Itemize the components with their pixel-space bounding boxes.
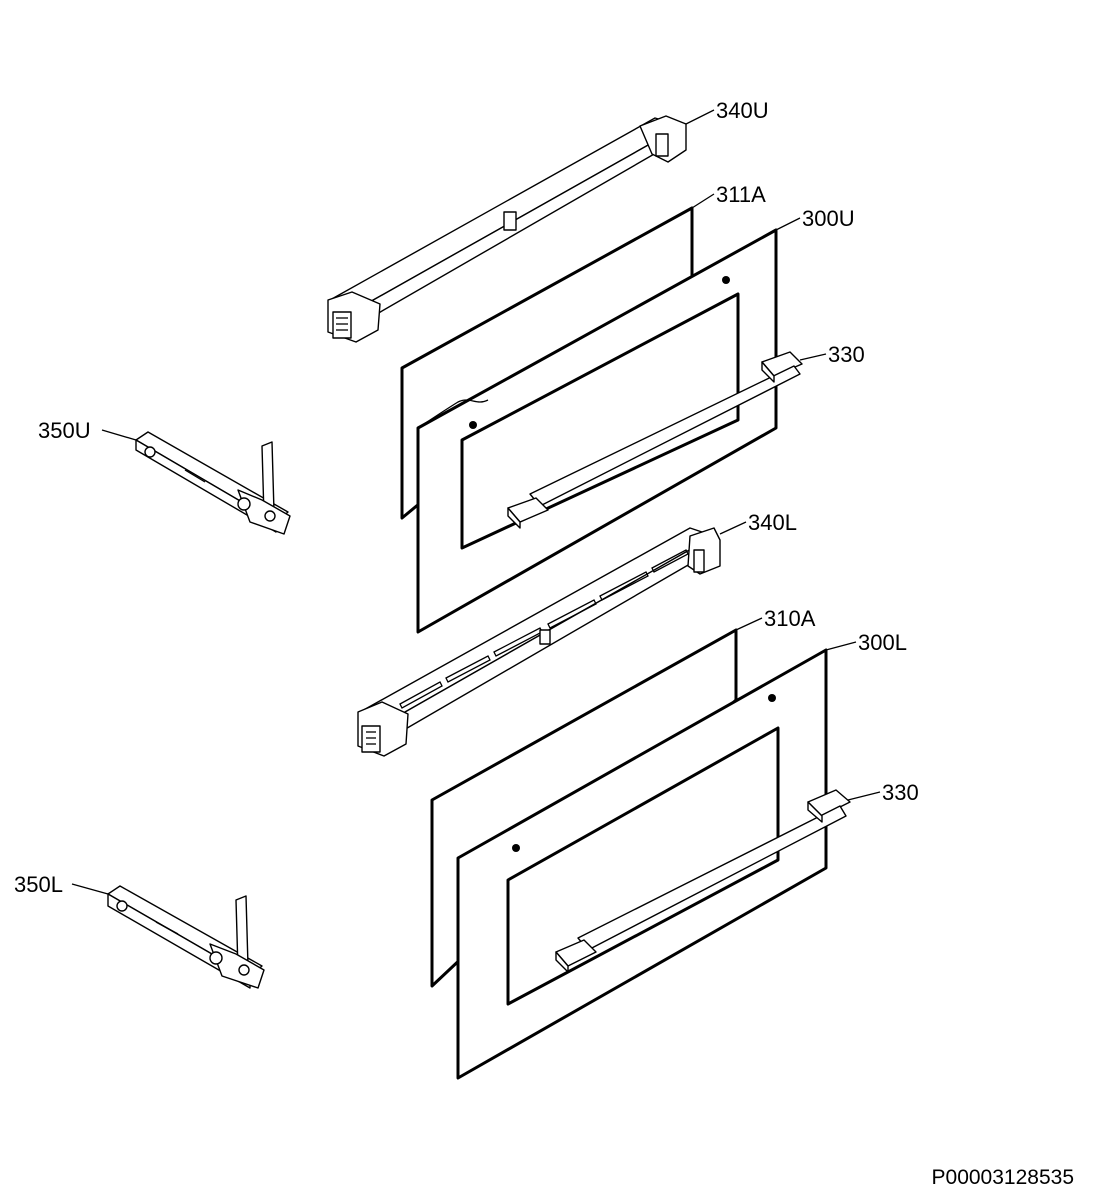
callout-330-lower: 330	[882, 780, 919, 805]
upper-door-panel-300U	[416, 228, 778, 634]
lower-hinge-350L	[107, 885, 265, 989]
callout-340U: 340U	[716, 98, 769, 123]
leader-lines	[71, 109, 881, 895]
callout-300L: 300L	[858, 630, 907, 655]
callout-350U: 350U	[38, 418, 91, 443]
callout-340L: 340L	[748, 510, 797, 535]
upper-handle-330	[507, 351, 803, 529]
callout-350L: 350L	[14, 872, 63, 897]
lower-handle-330	[555, 789, 851, 973]
lower-door-panel-300L	[456, 648, 828, 1080]
lower-door-trim-340L	[357, 527, 721, 757]
drawing-code: P00003128535	[932, 1166, 1074, 1189]
callout-310A: 310A	[764, 606, 816, 631]
callout-300U: 300U	[802, 206, 855, 231]
upper-door-trim-340U	[327, 115, 687, 343]
upper-hinge-350U	[135, 431, 291, 535]
callout-311A: 311A	[716, 182, 766, 207]
callout-330-upper: 330	[828, 342, 865, 367]
